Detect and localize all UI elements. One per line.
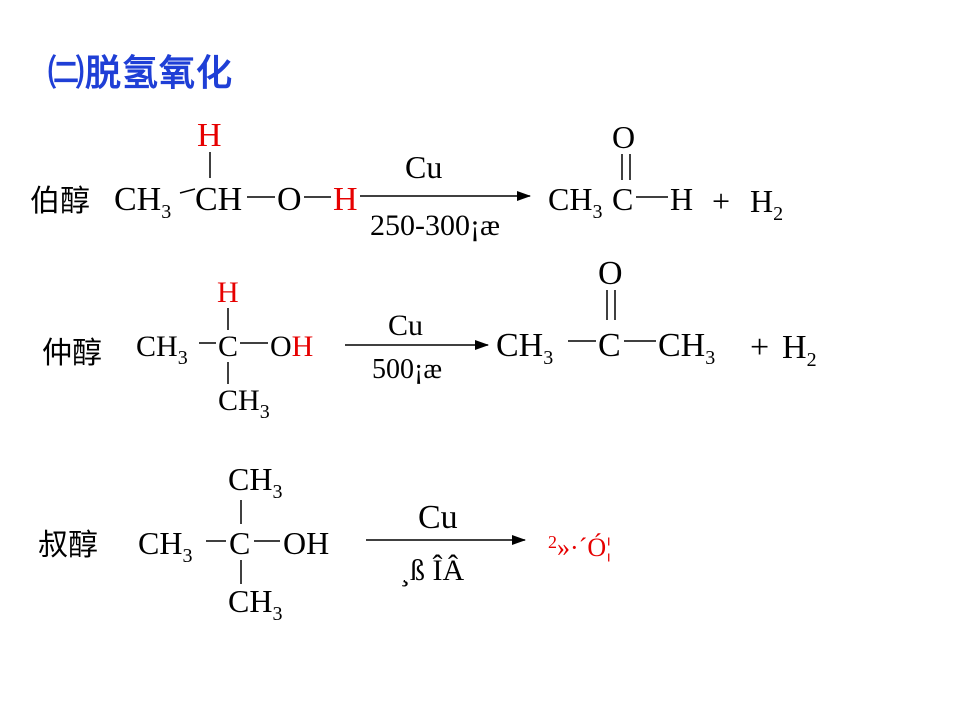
secondary-alcohol-label: 仲醇 <box>42 336 102 371</box>
r2-plus: + <box>750 329 769 366</box>
r3-oh: OH <box>283 525 329 561</box>
reaction-secondary: H CH3 C OH CH3 Cu 500¡æ O CH3 C CH3 + H2 <box>136 255 817 423</box>
r1-product-ch3: CH3 <box>548 181 602 223</box>
r1-product-c: C <box>612 181 633 217</box>
r2-product-ch3-right: CH3 <box>658 327 715 369</box>
r1-h-right: H <box>333 181 358 218</box>
r2-product-o: O <box>598 255 623 292</box>
r2-condition: 500¡æ <box>372 354 442 385</box>
r2-oh: OH <box>270 330 313 363</box>
tertiary-alcohol-label: 叔醇 <box>38 528 98 563</box>
r3-c: C <box>229 525 250 561</box>
r2-product-c: C <box>598 327 621 364</box>
r3-catalyst: Cu <box>418 499 458 536</box>
r1-product-o: O <box>612 119 635 155</box>
r1-bond-1 <box>179 188 196 194</box>
r1-ch3: CH3 <box>114 181 171 223</box>
r2-product-ch3-left: CH3 <box>496 327 553 369</box>
r3-ch3-top: CH3 <box>228 461 282 503</box>
r3-ch3: CH3 <box>138 525 192 567</box>
reaction-tertiary: CH3 CH3 C OH CH3 Cu ¸ß ÎÂ 2»·´Ó¦ <box>138 461 611 625</box>
r2-h-top: H <box>217 276 239 309</box>
r3-product-text: 2»·´Ó¦ <box>548 532 611 562</box>
r1-condition: 250-300¡æ <box>370 209 500 242</box>
r2-ch3-bottom: CH3 <box>218 384 270 423</box>
reaction-primary: H CH3 CH O H Cu 250-300¡æ O CH3 C H + H2 <box>114 117 783 242</box>
r1-h-top: H <box>197 117 222 154</box>
r1-product-h: H <box>670 181 693 217</box>
r1-ch: CH <box>195 181 242 218</box>
r1-h2: H2 <box>750 183 783 225</box>
r2-c: C <box>218 330 238 363</box>
primary-alcohol-label: 伯醇 <box>30 184 90 219</box>
r2-h2: H2 <box>782 329 817 371</box>
r2-ch3: CH3 <box>136 330 188 369</box>
r2-catalyst: Cu <box>388 309 423 342</box>
r3-ch3-bottom: CH3 <box>228 583 282 625</box>
r1-catalyst: Cu <box>405 149 442 185</box>
section-heading: ㈡脱氢氧化 <box>48 53 234 94</box>
r3-condition: ¸ß ÎÂ <box>400 554 464 587</box>
r1-plus: + <box>712 183 730 219</box>
r1-o: O <box>277 181 302 218</box>
